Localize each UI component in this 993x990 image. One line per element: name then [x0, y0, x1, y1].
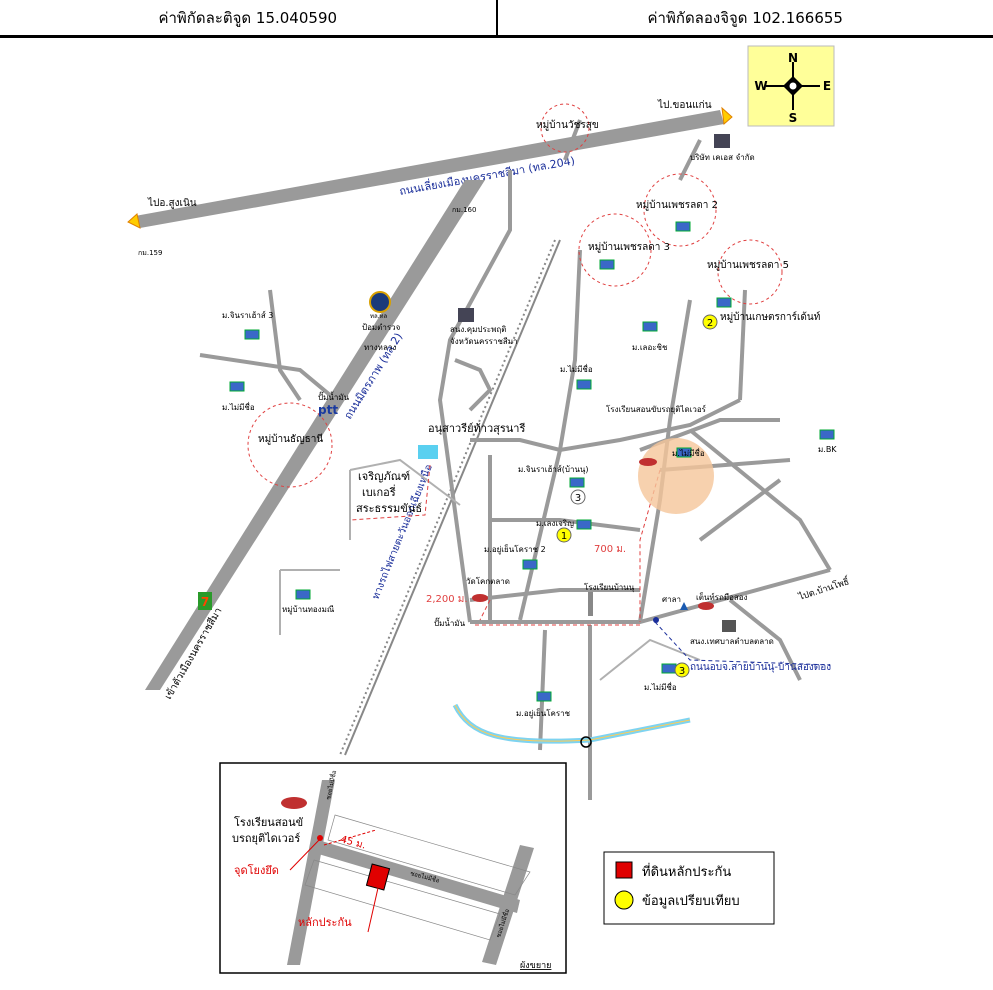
label-to-sungnoen: ไปอ.สูงเนิน [147, 197, 197, 209]
label-bakery1: เจริญภัณฑ์ [358, 470, 410, 483]
label-pdc2: จังหวัดนครราชสีมา [450, 337, 518, 346]
bridge-icon [580, 736, 592, 748]
house-icons [229, 221, 835, 702]
seven-eleven-label: 7 [201, 595, 209, 609]
label-phetcharada5: หมู่บ้านเพชรลดา 5 [707, 259, 789, 271]
longitude-label: ค่าพิกัดลองจิจูด 102.166655 [647, 8, 843, 27]
label-police2: ทางหลวง [364, 343, 396, 352]
label-school-bannu: โรงเรียนบ้านนุ [584, 582, 635, 592]
temple-icon [472, 594, 488, 602]
latitude-label: ค่าพิกัดละติจูด 15.040590 [158, 8, 338, 27]
label-police: ป้อมตำรวจ [362, 323, 401, 332]
marker-3b: 3 [679, 666, 685, 677]
label-jinraphat3: ม.จินราเฮ้าส์ 3 [222, 310, 273, 320]
village-circles [247, 103, 783, 488]
inset-car-icon [281, 797, 307, 809]
label-sala: ศาลา [662, 595, 681, 604]
map-legend: ที่ดินหลักประกัน ข้อมูลเปรียบเทียบ [603, 851, 775, 925]
label-company: บริษัท เคเอส จำกัด [690, 153, 755, 162]
company-building-icon [714, 134, 730, 148]
label-bk: ม.BK [818, 445, 837, 454]
label-bakery2: เบเกอรี่ [362, 484, 396, 499]
local-roads [199, 119, 832, 800]
label-maimichue-3: ม.ไม่มีชื่อ [644, 681, 677, 692]
inset-school2: บรถยุติไดเวอร์ [232, 832, 300, 845]
inset-ref-dot [317, 835, 323, 841]
police-badge-icon [369, 291, 391, 313]
subject-area-circle [638, 438, 714, 514]
label-dist-2200: 2,200 ม. [426, 594, 468, 605]
compass-w: W [754, 79, 767, 93]
comparison-markers: 2 1 3 3 [556, 314, 718, 678]
label-kaset: หมู่บ้านเกษตรการ์เด้นท์ [720, 311, 820, 323]
label-maimichue-2: ม.ไม่มีชื่อ [222, 401, 255, 412]
legend-comparison-label: ข้อมูลเปรียบเทียบ [642, 893, 740, 909]
label-lochit: ม.เลอะชิช [632, 343, 668, 352]
inset-map: โรงเรียนสอนขั บรถยุติไดเวอร์ จุดโยงยึด 4… [219, 762, 567, 974]
label-school: โรงเรียนสอนขับรถยุติไดเวอร์ [606, 404, 707, 414]
location-map: N S E W ถนนเลี่ยงเมืองนครราชสีมา (ทล.204… [127, 45, 852, 974]
marker-1: 1 [561, 531, 567, 542]
pond-icon [418, 445, 438, 459]
label-yoonen: ม.อยู่เย็นโคราช [516, 708, 571, 719]
label-km160: กม.160 [452, 206, 476, 214]
label-wat-talat: วัดโคกตลาด [466, 576, 510, 586]
compass-s: S [789, 111, 798, 125]
label-watchrasuk: หมู่บ้านวัชรสุข [536, 119, 599, 131]
flagpole-icon [588, 592, 593, 616]
car-dealer-icon [698, 602, 714, 610]
legend-comparison-swatch [614, 890, 634, 910]
label-ptt: ptt [318, 403, 338, 417]
label-thanyathani: หมู่บ้านธัญธานี [258, 433, 323, 445]
label-dist-700: 700 ม. [594, 544, 626, 555]
marker-3a: 3 [575, 493, 581, 504]
inset-collateral-plot [365, 863, 391, 891]
label-to-khonkaen: ไป.ขอนแก่น [657, 99, 712, 111]
label-phetcharada2: หมู่บ้านเพชรลดา 2 [636, 199, 718, 211]
sala-icon [680, 602, 688, 610]
seven-eleven-icon [198, 592, 212, 610]
inset-caption: ผังขยาย [520, 961, 551, 971]
header-divider [495, 0, 498, 35]
label-gas: ปั๊มน้ำมัน [434, 617, 466, 628]
label-municipal: สนง.เทศบาลตำบลตลาด [690, 637, 774, 646]
railway-label: ทางรถไฟสายตะวันออกเฉียงเหนือ [370, 463, 435, 601]
label-maimichue-subject: ม.ไม่มีชื่อ [672, 447, 705, 458]
junction-dot-icon [653, 617, 659, 623]
car-icon [639, 458, 657, 466]
compass-rose: N S E W [747, 45, 835, 127]
label-yoonen2: ม.อยู่เย็นโคราช 2 [484, 544, 546, 555]
compass-n: N [788, 51, 798, 65]
label-police-code: ทล.ทล [370, 313, 387, 320]
office-building-icon [458, 308, 474, 322]
compass-e: E [823, 79, 831, 93]
inset-collateral-label: หลักประกัน [298, 916, 352, 929]
label-phetcharada3: หมู่บ้านเพชรลดา 3 [588, 241, 670, 253]
coordinate-header: ค่าพิกัดละติจูด 15.040590 ค่าพิกัดลองจิจ… [0, 0, 993, 38]
label-maimichue-1: ม.ไม่มีชื่อ [560, 363, 593, 374]
legend-collateral-label: ที่ดินหลักประกัน [642, 863, 731, 880]
inset-ref-point: จุดโยงยึด [234, 863, 279, 877]
local-road-label: ถนนอบจ.สายบ้านนุ-บ้านลองตอง [690, 661, 831, 673]
legend-collateral-swatch [615, 861, 633, 879]
inset-school1: โรงเรียนสอนขั [234, 815, 303, 829]
label-monument: อนุสาวรีย์ท้าวสุรนารี [428, 422, 525, 435]
label-pdc: สนง.คุมประพฤติ [450, 325, 506, 334]
canal [452, 703, 691, 744]
marker-2: 2 [707, 318, 713, 329]
label-khongmanee: หมู่บ้านทองมณี [282, 605, 335, 615]
label-loengcharoen: ม.เลงเจริญ [536, 519, 574, 528]
label-jinraphat-bannu: ม.จินราเฮ้าส์(บ้านนุ) [518, 464, 589, 474]
label-gas-ptt: ปั๊มน้ำมัน [318, 391, 350, 402]
label-bakery3: สระธรรมขันธ์ [356, 502, 422, 515]
label-km159: กม.159 [138, 249, 162, 257]
municipal-building-icon [722, 620, 736, 632]
label-tent: เต็นท์รถมือสอง [696, 592, 748, 602]
